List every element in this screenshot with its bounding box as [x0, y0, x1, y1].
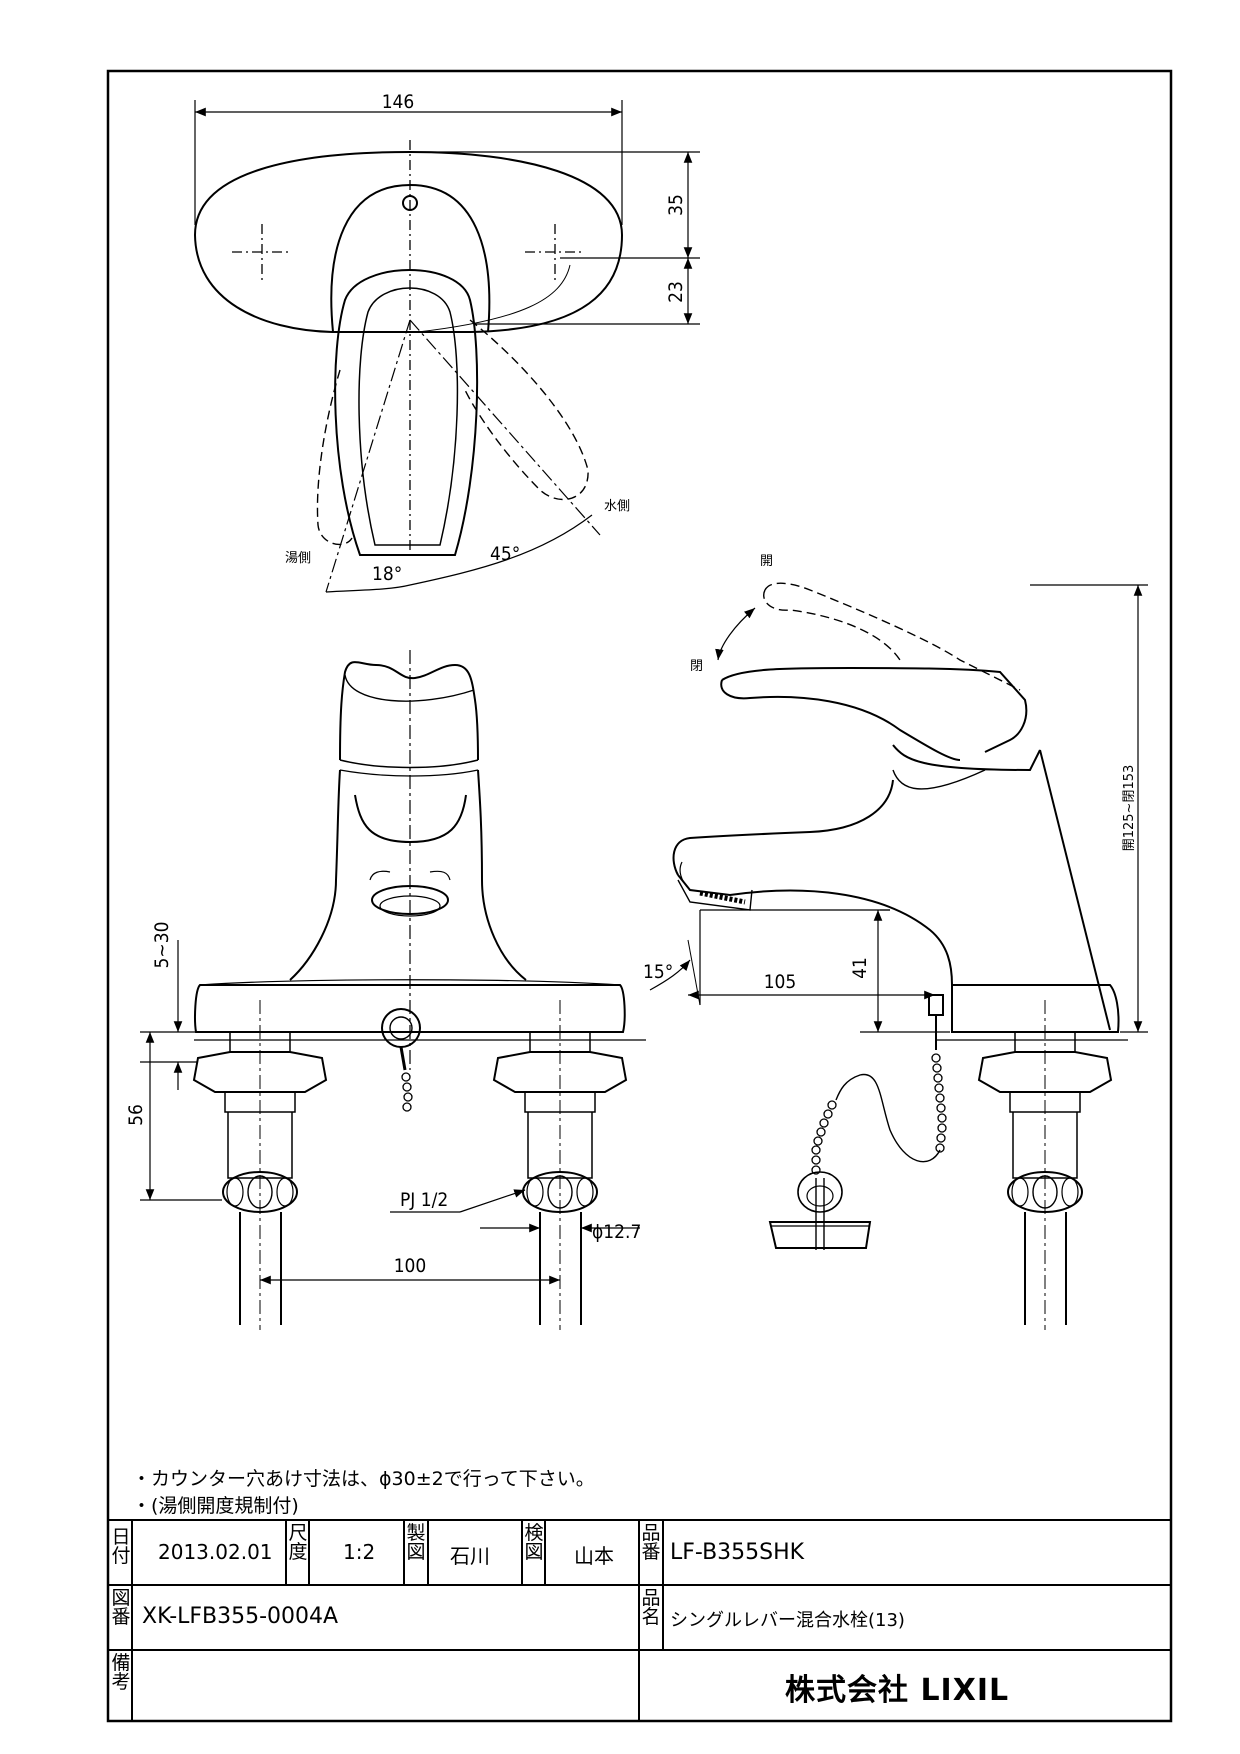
dim-41-label: 41 [849, 957, 871, 979]
checked-value: 山本 [574, 1544, 614, 1568]
scale-value: 1:2 [343, 1540, 376, 1564]
title-block-grid [108, 1519, 1171, 1721]
dim-105-label: 105 [764, 971, 797, 993]
left-shank [192, 1000, 328, 1330]
dim-35-label: 35 [665, 194, 687, 216]
pj-label: PJ 1/2 [400, 1189, 448, 1211]
angle-45-label: 45° [490, 543, 520, 565]
note-hot-side-limit: ・(湯側開度規制付) [132, 1495, 299, 1517]
dim-100-label: 100 [394, 1255, 427, 1277]
date-value: 2013.02.01 [158, 1540, 273, 1564]
note-counter-hole: ・カウンター穴あけ寸法は、ϕ30±2で行って下さい。 [132, 1468, 595, 1490]
product-name-label: 品名 [641, 1587, 661, 1628]
dim-phi-label: ϕ12.7 [592, 1221, 641, 1243]
dim-56-label: 56 [125, 1104, 147, 1126]
drawing-no-value: XK-LFB355-0004A [142, 1604, 339, 1629]
hot-side-label: 湯側 [285, 551, 311, 566]
product-name-value: シングルレバー混合水栓(13) [670, 1610, 905, 1631]
date-label: 日付 [111, 1526, 131, 1567]
company-logo: 株式会社 LIXIL [785, 1673, 1010, 1708]
remarks-label: 備考 [111, 1652, 131, 1693]
drawn-label: 製図 [406, 1522, 426, 1563]
top-view [193, 140, 624, 593]
angle-15-label: 15° [643, 961, 673, 983]
right-shank [492, 1000, 628, 1330]
dim-5-30-label: 5~30 [151, 922, 173, 969]
dim-23-label: 23 [665, 281, 687, 303]
open-label: 開 [760, 554, 773, 569]
product-no-label: 品番 [641, 1522, 661, 1563]
height-range-label: 開125~閉153 [1122, 765, 1137, 852]
side-dims [649, 584, 1148, 1033]
close-label: 閉 [690, 659, 703, 674]
scale-label: 尺度 [288, 1522, 308, 1563]
side-view [672, 582, 1128, 1330]
drawing-no-label: 図番 [111, 1587, 131, 1628]
checked-label: 検図 [524, 1522, 544, 1563]
product-no-value: LF-B355SHK [670, 1540, 805, 1565]
dim-35-23 [420, 151, 700, 325]
dim-146-label: 146 [382, 91, 415, 113]
cold-side-label: 水側 [604, 499, 630, 514]
front-view [192, 650, 646, 1330]
front-dims [140, 940, 640, 1285]
dim-146 [194, 100, 623, 225]
angle-18-label: 18° [372, 563, 402, 585]
drawn-value: 石川 [450, 1544, 490, 1568]
